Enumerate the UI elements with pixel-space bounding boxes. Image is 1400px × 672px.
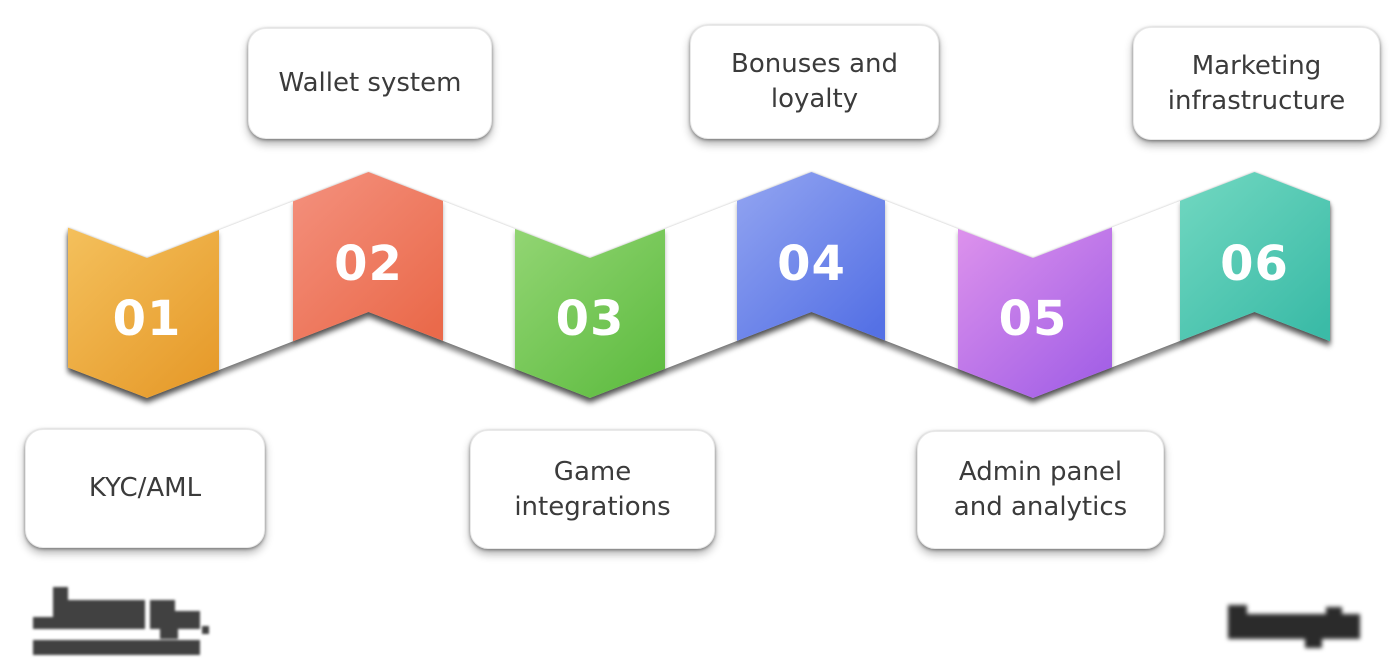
card-label-line: infrastructure <box>1167 85 1346 116</box>
card-game-integrations: Game integrations <box>470 430 715 549</box>
card-label-line: Marketing <box>1191 50 1322 81</box>
card-label-line: Wallet system <box>278 68 462 98</box>
step-chevron-01 <box>68 227 219 398</box>
step-chevron-06 <box>1180 172 1330 342</box>
card-label-line: Admin panel <box>958 457 1123 487</box>
card-wallet-system: Wallet system <box>248 28 492 139</box>
step-number-06: 06 <box>1220 236 1289 292</box>
blur-block <box>66 600 145 629</box>
blur-block <box>202 626 209 634</box>
card-label-line: Bonuses and <box>731 49 898 79</box>
blur-block <box>160 629 178 639</box>
step-chevron-03 <box>515 228 665 398</box>
step-chevron-02 <box>293 172 443 342</box>
card-label-line: KYC/AML <box>88 473 202 503</box>
step-number-04: 04 <box>777 236 846 292</box>
step-chevron-04 <box>737 172 885 341</box>
blur-block <box>1305 638 1322 648</box>
card-label-line: and analytics <box>953 492 1128 522</box>
card-label-line: integrations <box>514 491 671 522</box>
step-number-03: 03 <box>556 291 625 347</box>
card-label-line: Game <box>553 456 632 487</box>
blur-block <box>1228 614 1360 639</box>
blur-block <box>1326 607 1342 617</box>
card-kyc-aml: KYC/AML <box>25 429 265 548</box>
step-number-02: 02 <box>334 236 403 292</box>
blur-block <box>1228 605 1247 617</box>
blur-block <box>53 587 68 629</box>
blur-block <box>33 640 200 655</box>
blur-block <box>150 600 175 629</box>
card-marketing-infrastructure: Marketing infrastructure <box>1133 27 1380 140</box>
step-number-01: 01 <box>113 291 182 347</box>
blur-block <box>175 611 200 629</box>
step-chevron-05 <box>958 227 1112 398</box>
card-label-line: loyalty <box>770 84 859 114</box>
step-number-05: 05 <box>999 291 1068 347</box>
blur-block <box>33 617 56 629</box>
card-admin-analytics: Admin panel and analytics <box>917 431 1164 549</box>
card-bonuses-loyalty: Bonuses and loyalty <box>690 25 939 139</box>
